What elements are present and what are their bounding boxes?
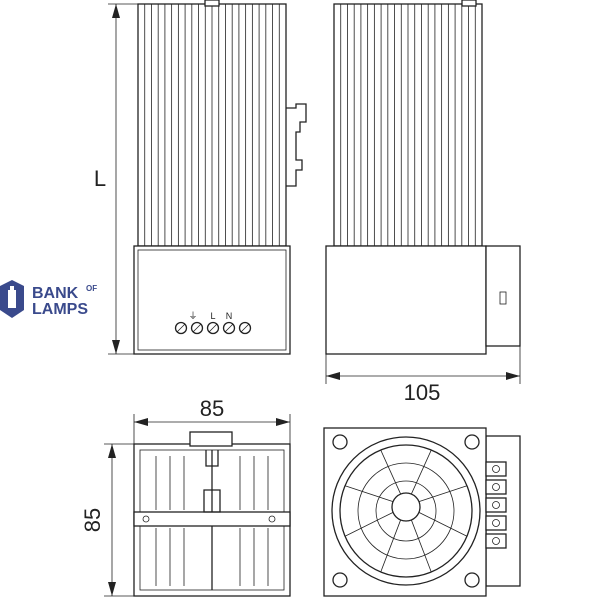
front-view: ⏚ L N [133, 0, 307, 355]
terminal-block-cell [485, 461, 507, 477]
terminal-line-label: L [210, 311, 215, 321]
terminal-block-cell [485, 533, 507, 549]
length-dimension: L [94, 3, 138, 355]
terminal-block-screw [492, 483, 500, 491]
din-rail-clip [286, 103, 307, 187]
logo-word-of: OF [86, 284, 97, 293]
length-label: L [94, 166, 106, 191]
section-inner-bars [155, 456, 269, 586]
screw-slot [176, 323, 186, 333]
fan-view [323, 427, 521, 597]
logo-word-lamps: LAMPS [32, 301, 88, 318]
side-terminal-block [485, 461, 507, 549]
terminal-block-screw [492, 519, 500, 527]
fan-spoke [344, 485, 394, 503]
fan-spoke [418, 485, 468, 503]
fan-spoke [410, 519, 432, 573]
screw-slot [224, 323, 234, 333]
top-section-view [133, 431, 291, 597]
terminal-block-screw [492, 465, 500, 473]
terminal-screws [174, 321, 252, 335]
screw-slot [240, 323, 250, 333]
height-label: 85 [80, 508, 105, 532]
logo-word-bank: BANK [32, 285, 79, 302]
screw-slot [208, 323, 218, 333]
bank-of-lamps-logo: BANK OF LAMPS [0, 280, 97, 318]
terminal-earth-label: ⏚ [188, 311, 197, 321]
depth-dimension: 105 [325, 346, 521, 405]
fan-spoke [380, 449, 402, 495]
width-label: 85 [200, 396, 224, 421]
screw-slot [192, 323, 202, 333]
fan-spoke [410, 449, 432, 495]
terminal-block-cell [485, 479, 507, 495]
front-heatsink-fins [144, 4, 280, 246]
fan-spoke [344, 511, 394, 537]
terminal-block-screw [492, 501, 500, 509]
side-view [325, 0, 521, 355]
fan-grille-spokes [344, 449, 468, 573]
terminal-block-cell [485, 515, 507, 531]
height-dimension: 85 [80, 443, 134, 597]
terminal-neutral-label: N [226, 311, 233, 321]
terminal-block-cell [485, 497, 507, 513]
depth-label: 105 [404, 380, 441, 405]
terminal-block-screw [492, 537, 500, 545]
width-dimension: 85 [133, 396, 291, 444]
fan-spoke [380, 519, 402, 573]
side-heatsink-fins [340, 4, 476, 246]
fan-spoke [418, 511, 468, 537]
